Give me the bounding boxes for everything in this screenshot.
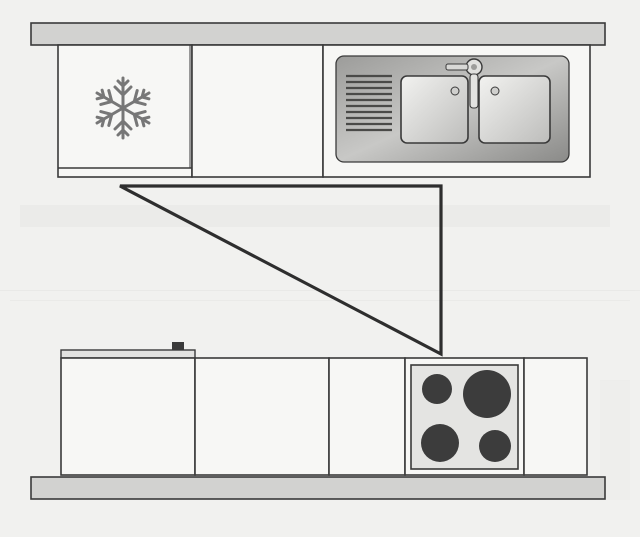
top-base-cabinet [191,44,324,178]
dishwasher [60,342,196,476]
bottom-base-cabinet-2 [328,357,406,476]
sink-basin-right [478,75,551,144]
drain-left [450,86,460,96]
bottom-counter-edge [30,476,606,500]
drainer-ribs [346,74,392,132]
bottom-run [30,342,606,500]
bottom-base-cabinet-1 [194,357,330,476]
cooktop [404,357,525,476]
sink-unit [322,44,591,178]
sink-basin-left [400,75,469,144]
refrigerator [57,44,193,178]
snowflake-icon [91,76,155,140]
top-run [30,22,606,178]
work-triangle [119,184,443,357]
burner-front-left [421,424,459,462]
burner-back-right [463,370,511,418]
faucet-icon [445,58,483,109]
top-counter-edge [30,22,606,46]
bottom-base-cabinet-3 [523,357,588,476]
burner-back-left [422,374,452,404]
drain-right [490,86,500,96]
burner-front-right [479,430,511,462]
